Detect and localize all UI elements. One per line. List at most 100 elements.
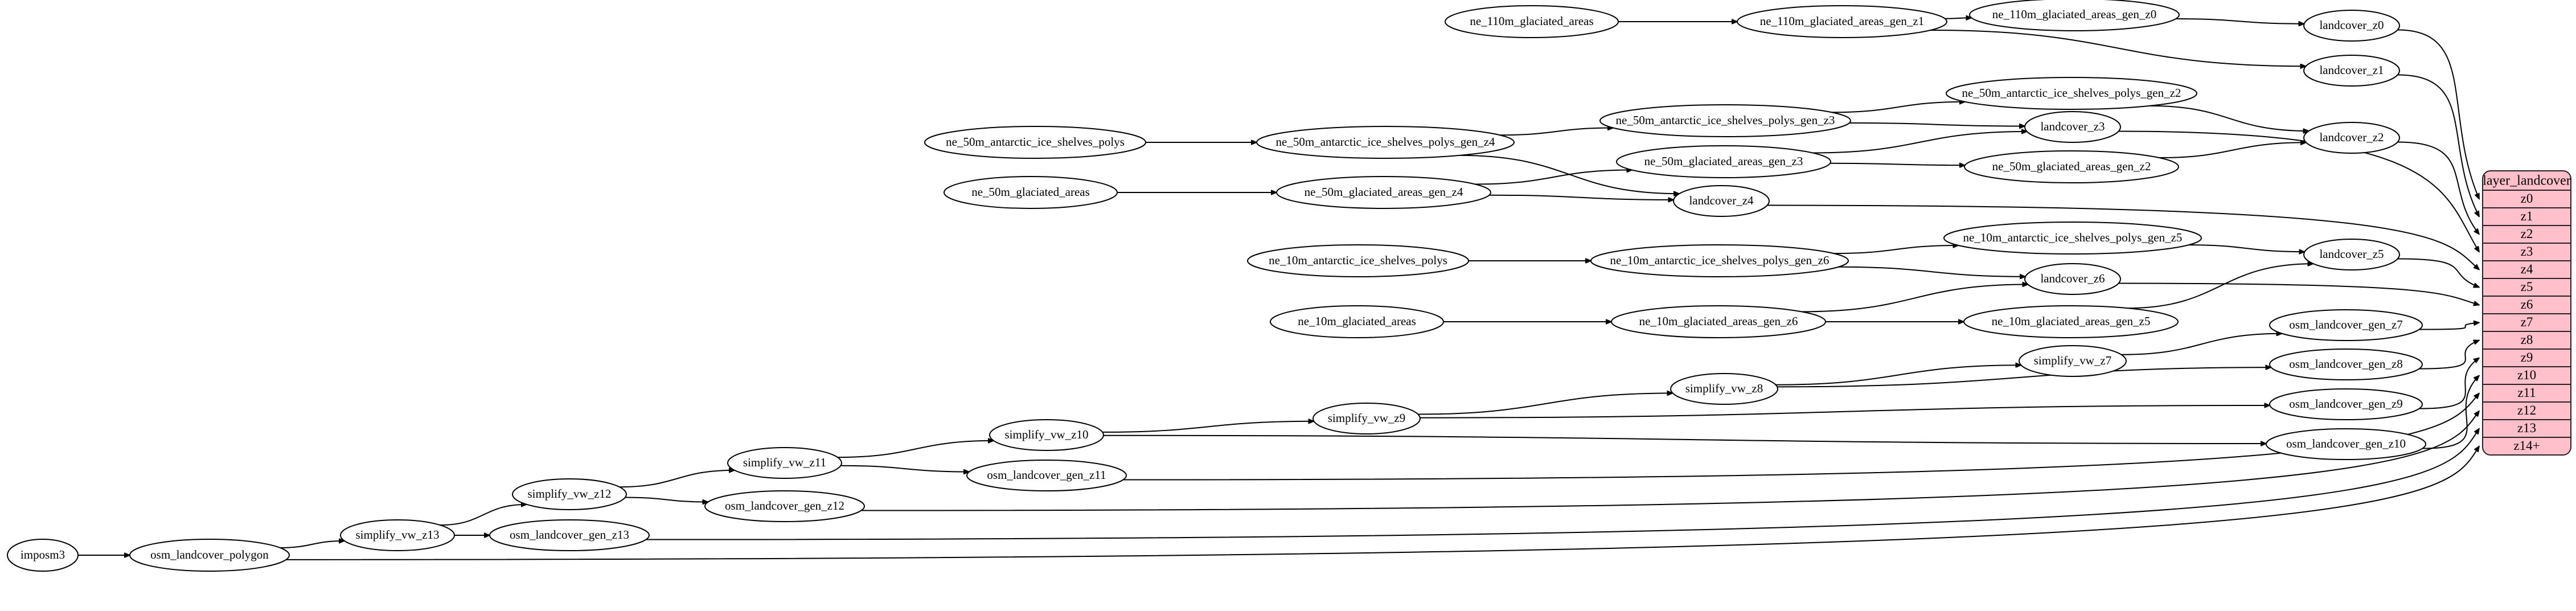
layer-table-row[interactable]: z14+ xyxy=(2483,437,2571,453)
node-ellipse xyxy=(1611,305,1826,338)
node-label: landcover_z3 xyxy=(2040,120,2105,133)
node-ellipse xyxy=(944,176,1118,209)
node-ellipse xyxy=(1670,373,1778,405)
graph-node[interactable]: osm_landcover_gen_z10 xyxy=(2266,428,2426,460)
layer-table-row[interactable]: z4 xyxy=(2483,260,2571,276)
graph-node[interactable]: landcover_z3 xyxy=(2024,111,2121,143)
node-ellipse xyxy=(1943,222,2202,255)
layer-table-row[interactable]: z7 xyxy=(2483,313,2571,329)
node-ellipse xyxy=(704,490,865,522)
graph-node[interactable]: ne_50m_antarctic_ice_shelves_polys_gen_z… xyxy=(1599,104,1851,137)
graph-edge xyxy=(1777,367,2271,388)
graph-node[interactable]: landcover_z0 xyxy=(2303,10,2400,42)
node-label: simplify_vw_z9 xyxy=(1328,411,1406,425)
graph-node[interactable]: imposm3 xyxy=(7,539,79,572)
graph-node[interactable]: ne_50m_glaciated_areas_gen_z2 xyxy=(1964,150,2179,183)
graph-edge xyxy=(1775,365,2021,386)
node-label: osm_landcover_polygon xyxy=(150,548,269,561)
node-ellipse xyxy=(2303,122,2400,154)
node-label: osm_landcover_gen_z12 xyxy=(725,499,844,512)
graph-node[interactable]: ne_110m_glaciated_areas xyxy=(1445,5,1619,38)
node-label: simplify_vw_z12 xyxy=(528,487,612,501)
layer-table-row[interactable]: z3 xyxy=(2483,243,2571,259)
node-ellipse xyxy=(512,478,627,510)
edge-layer xyxy=(77,18,2479,560)
node-label: ne_110m_glaciated_areas xyxy=(1470,14,1593,28)
node-ellipse xyxy=(1599,104,1851,137)
graph-node[interactable]: ne_110m_glaciated_areas_gen_z0 xyxy=(1969,0,2180,31)
node-label: ne_110m_glaciated_areas_gen_z1 xyxy=(1760,14,1924,28)
row-label: z1 xyxy=(2521,209,2533,223)
graph-node[interactable]: simplify_vw_z13 xyxy=(340,519,455,551)
node-ellipse xyxy=(2303,239,2400,270)
graph-node[interactable]: ne_10m_antarctic_ice_shelves_polys xyxy=(1247,244,1469,277)
graph-node[interactable]: osm_landcover_gen_z13 xyxy=(489,519,650,551)
graph-node[interactable]: ne_10m_antarctic_ice_shelves_polys_gen_z… xyxy=(1943,222,2202,255)
graph-node[interactable]: ne_50m_glaciated_areas_gen_z4 xyxy=(1276,176,1491,209)
graph-node[interactable]: ne_10m_glaciated_areas_gen_z5 xyxy=(1963,305,2179,338)
node-ellipse xyxy=(2019,345,2127,377)
layer-table-row[interactable]: z11 xyxy=(2483,384,2571,400)
graph-edge xyxy=(1930,29,2306,66)
node-label: ne_10m_antarctic_ice_shelves_polys_gen_z… xyxy=(1963,231,2183,244)
layer-table-row[interactable]: z13 xyxy=(2483,419,2571,435)
graph-node[interactable]: landcover_z5 xyxy=(2303,239,2400,270)
node-label: ne_10m_antarctic_ice_shelves_polys_gen_z… xyxy=(1610,253,1830,267)
graph-edge xyxy=(2150,105,2309,131)
graph-node[interactable]: osm_landcover_gen_z8 xyxy=(2269,348,2423,380)
layer-table-row[interactable]: z5 xyxy=(2483,278,2571,294)
node-label: ne_10m_glaciated_areas xyxy=(1298,314,1416,328)
graph-node[interactable]: simplify_vw_z9 xyxy=(1312,403,1421,434)
graph-node[interactable]: landcover_z6 xyxy=(2024,263,2121,295)
graph-edge xyxy=(2397,74,2479,217)
graph-node[interactable]: osm_landcover_gen_z12 xyxy=(704,490,865,522)
node-label: simplify_vw_z7 xyxy=(2034,354,2112,367)
graph-node[interactable]: ne_50m_antarctic_ice_shelves_polys xyxy=(924,126,1146,159)
graph-node[interactable]: ne_10m_glaciated_areas_gen_z6 xyxy=(1611,305,1826,338)
graph-node[interactable]: simplify_vw_z10 xyxy=(989,419,1104,451)
graph-node[interactable]: simplify_vw_z12 xyxy=(512,478,627,510)
graph-edge xyxy=(620,470,735,488)
graph-node[interactable]: ne_110m_glaciated_areas_gen_z1 xyxy=(1737,5,1947,38)
node-ellipse xyxy=(489,519,650,551)
graph-node[interactable]: osm_landcover_gen_z11 xyxy=(966,460,1127,491)
graph-node[interactable]: ne_50m_antarctic_ice_shelves_polys_gen_z… xyxy=(1946,77,2197,110)
graph-edge xyxy=(2397,141,2479,235)
node-ellipse xyxy=(727,447,842,479)
graph-node[interactable]: ne_10m_antarctic_ice_shelves_polys_gen_z… xyxy=(1590,244,1849,277)
graph-edge xyxy=(1831,102,1965,113)
graph-edge xyxy=(2419,323,2479,330)
node-label: landcover_z2 xyxy=(2319,130,2384,144)
layer-table-row[interactable]: z6 xyxy=(2483,296,2571,311)
graph-node[interactable]: osm_landcover_gen_z9 xyxy=(2269,388,2423,420)
row-label: z7 xyxy=(2521,315,2533,329)
graph-node[interactable]: landcover_z2 xyxy=(2303,122,2400,154)
node-label: ne_50m_antarctic_ice_shelves_polys xyxy=(946,135,1125,149)
graph-node[interactable]: landcover_z4 xyxy=(1673,185,1770,217)
layer-table-row[interactable]: z8 xyxy=(2483,331,2571,347)
graph-node[interactable]: ne_50m_glaciated_areas xyxy=(944,176,1118,209)
graph-node[interactable]: osm_landcover_gen_z7 xyxy=(2269,309,2423,341)
layer-landcover-table: layer_landcoverz0z1z2z3z4z5z6z7z8z9z10z1… xyxy=(2482,170,2571,456)
graph-node[interactable]: simplify_vw_z8 xyxy=(1670,373,1778,405)
graph-node[interactable]: ne_50m_glaciated_areas_gen_z3 xyxy=(1616,145,1831,178)
graph-edge xyxy=(1418,393,1672,415)
layer-table-row[interactable]: z12 xyxy=(2483,401,2571,417)
graph-node[interactable]: simplify_vw_z11 xyxy=(727,447,842,479)
graph-node[interactable]: osm_landcover_polygon xyxy=(129,539,290,572)
graph-node[interactable]: simplify_vw_z7 xyxy=(2019,345,2127,377)
row-label: z5 xyxy=(2521,280,2533,294)
layer-table-row[interactable]: z0 xyxy=(2521,191,2533,206)
layer-table-row[interactable]: z2 xyxy=(2483,225,2571,241)
layer-table-row[interactable]: z1 xyxy=(2483,207,2571,223)
graph-edge xyxy=(1102,421,1314,433)
graph-node[interactable]: ne_10m_glaciated_areas xyxy=(1270,305,1444,338)
graph-node[interactable]: ne_50m_antarctic_ice_shelves_polys_gen_z… xyxy=(1256,126,1515,159)
layer-table-row[interactable]: z9 xyxy=(2483,348,2571,364)
node-ellipse xyxy=(1445,5,1619,38)
layer-table-row[interactable]: z10 xyxy=(2483,366,2571,382)
graph-edge xyxy=(2397,258,2479,288)
graph-edge xyxy=(286,446,2479,560)
graph-node[interactable]: landcover_z1 xyxy=(2303,55,2400,87)
